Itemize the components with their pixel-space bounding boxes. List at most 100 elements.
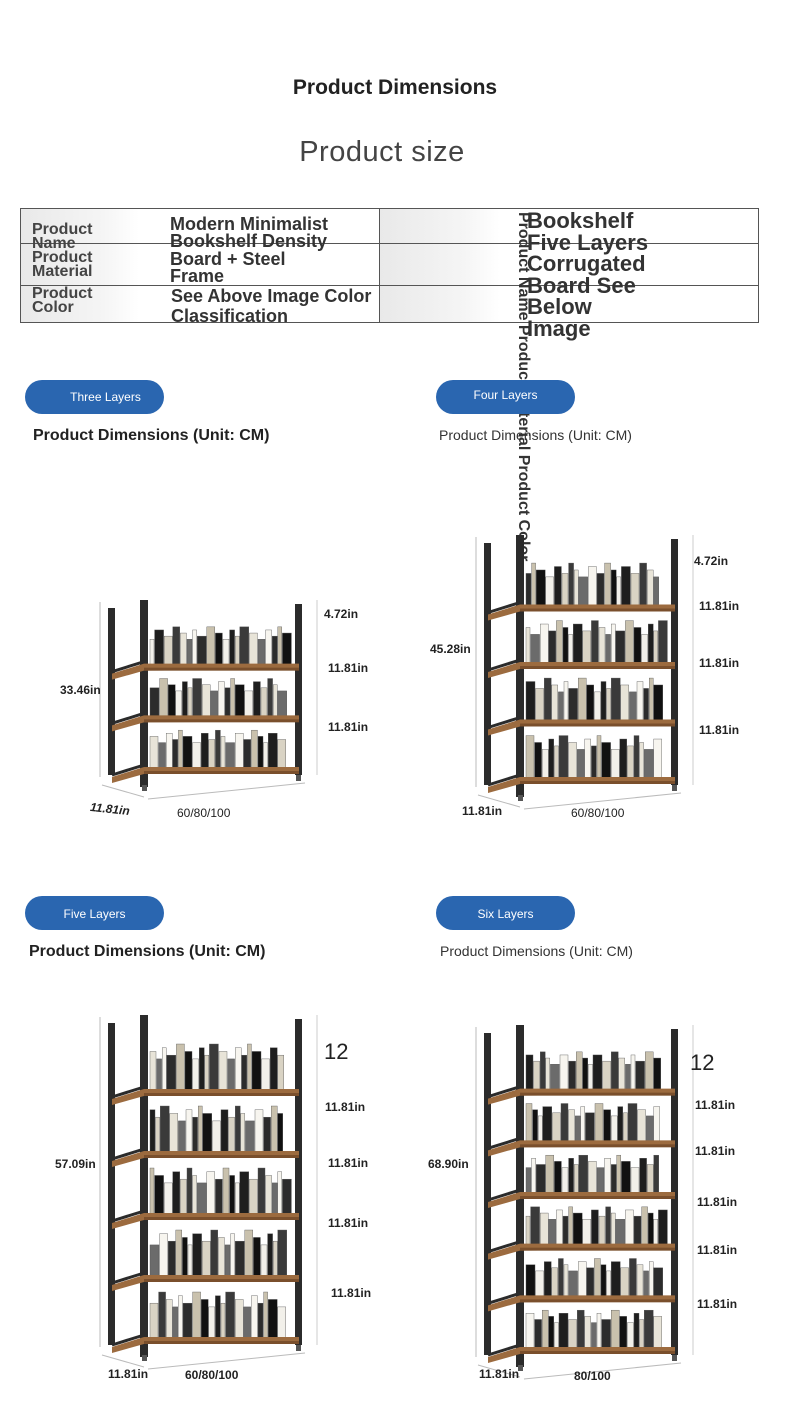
shelf-upright (295, 1019, 302, 1345)
table-divider (21, 243, 758, 244)
book (525, 1264, 536, 1300)
shelf-upright (108, 608, 115, 775)
book (568, 1206, 573, 1248)
book (629, 1258, 637, 1300)
book (625, 1209, 634, 1248)
book (225, 742, 235, 772)
book (540, 1212, 549, 1248)
shelf-spacing-label: 11.81in (695, 1144, 736, 1158)
board-edge (144, 1341, 299, 1344)
frame-rung (487, 716, 521, 729)
book (556, 620, 563, 667)
book (594, 1258, 601, 1300)
book (270, 1047, 278, 1094)
width-label: 60/80/100 (571, 806, 625, 820)
book (568, 634, 573, 667)
book (149, 736, 159, 772)
book (594, 1103, 604, 1145)
width-label: 80/100 (574, 1369, 611, 1383)
book (585, 1112, 595, 1145)
table-divider (379, 209, 380, 322)
book (561, 1167, 569, 1197)
book (282, 632, 292, 668)
book (544, 1261, 552, 1300)
spec-label-material: Product Material (32, 249, 93, 280)
book (653, 1106, 660, 1145)
book (182, 736, 193, 772)
book (172, 626, 181, 668)
top-clearance-label: 4.72in (324, 607, 359, 621)
book (525, 681, 536, 724)
book (192, 1175, 197, 1218)
book (227, 1058, 235, 1094)
book (273, 1240, 278, 1280)
shelf-foot (296, 775, 301, 781)
book (243, 1306, 252, 1342)
book (584, 738, 591, 782)
book (251, 729, 258, 772)
dimension-line (477, 794, 521, 808)
book (643, 1270, 649, 1300)
book (154, 629, 164, 668)
book (184, 1051, 193, 1094)
book (249, 632, 258, 668)
book (545, 1154, 554, 1197)
book (234, 733, 244, 772)
book (658, 1209, 668, 1248)
book (535, 688, 544, 724)
board-edge (520, 781, 675, 784)
book (263, 742, 268, 772)
book (265, 629, 272, 668)
board-edge (520, 1299, 675, 1303)
book (560, 1103, 569, 1145)
book (277, 1171, 282, 1218)
book (573, 623, 583, 667)
dimension-line (523, 1362, 682, 1380)
frame-rung (111, 1085, 145, 1099)
book (201, 1240, 211, 1280)
book (192, 629, 197, 668)
book (636, 1264, 644, 1300)
book (611, 1261, 621, 1300)
book (239, 626, 250, 668)
book (548, 1219, 556, 1248)
book (653, 1154, 659, 1197)
book (525, 627, 531, 667)
book (534, 1319, 542, 1352)
shelf-upright (295, 604, 302, 775)
shelf-foot (142, 1355, 147, 1361)
book (178, 729, 183, 772)
book (149, 687, 160, 720)
shelf-foot (672, 785, 677, 791)
shelf-spacing-label: 11.81in (328, 1216, 369, 1230)
book (265, 1175, 272, 1218)
book (535, 1270, 544, 1300)
label-column-shade-right (380, 209, 500, 322)
book (172, 739, 179, 772)
pill-six-layers: Six Layers (436, 896, 575, 930)
book (220, 1109, 229, 1156)
frame-rung (111, 1271, 145, 1285)
book (234, 1240, 245, 1280)
width-label: 60/80/100 (177, 806, 231, 820)
book (149, 1302, 159, 1342)
book (647, 569, 654, 609)
book (625, 1064, 631, 1093)
book (601, 742, 611, 782)
book (577, 749, 585, 782)
book (542, 749, 549, 782)
book (562, 627, 569, 667)
book (158, 1291, 166, 1342)
height-label: 57.09in (55, 1157, 96, 1171)
book (234, 1299, 244, 1342)
frame-rung (111, 1209, 145, 1223)
book (653, 1316, 662, 1352)
book (552, 1112, 561, 1145)
dimension-line (477, 1364, 521, 1378)
height-label: 68.90in (428, 1157, 469, 1171)
frame-rung (487, 1291, 521, 1305)
book (605, 1206, 611, 1248)
book (578, 576, 588, 609)
book (525, 1167, 532, 1197)
book (645, 1051, 654, 1093)
